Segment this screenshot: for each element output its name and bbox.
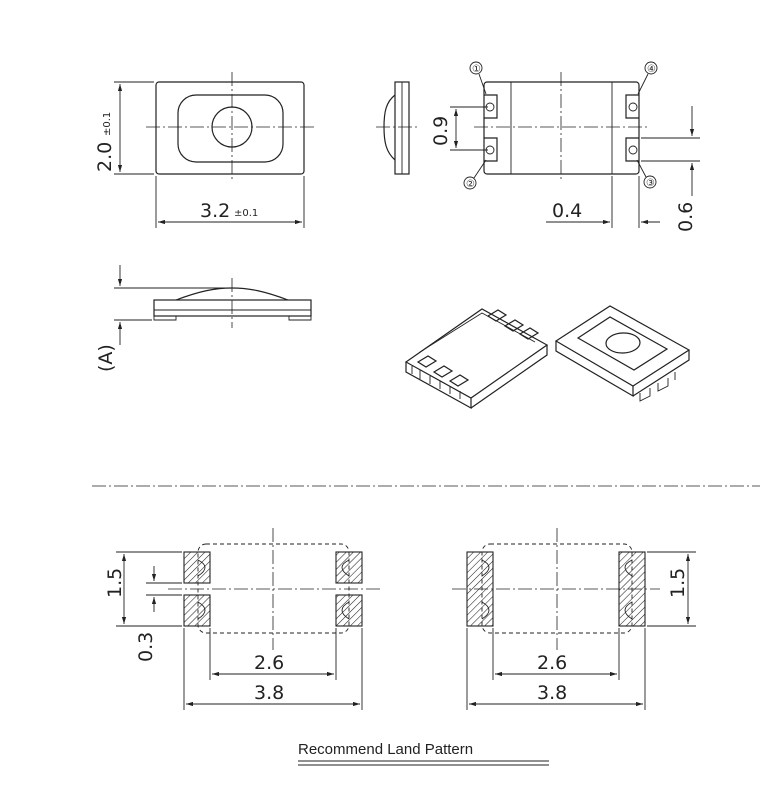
side-lens [383,94,396,161]
pad-4 [625,94,639,119]
lp-b-inner-width-dim: 2.6 [537,652,567,674]
pin-label-3: ③ [646,178,655,189]
iso-view-back [404,308,549,410]
lp-b-pad-height-dim: 1.5 [667,568,689,598]
land-pattern-a: 1.5 0.3 2.6 3.8 [104,528,380,710]
width-dim-label: 3.2 [200,200,230,222]
lp-a-inner-width-dim: 2.6 [254,652,284,674]
lp-a-pad-tl [183,551,211,584]
lp-a-gap-dim: 0.3 [135,632,157,662]
side-profile [376,81,418,175]
lp-a-pad-tr [335,551,363,584]
lens-frame [177,94,284,163]
pad-height-dim-label: 0.6 [675,202,697,232]
lp-a-pad-br [335,594,363,627]
lp-a-footprint [197,543,350,634]
lp-b-pad-left [466,551,494,627]
caption: Recommend Land Pattern [298,741,473,758]
pad-width-dim-label: 0.4 [552,200,582,222]
side-view-label: (A) [95,344,117,372]
pad-gap-dim-label: 0.9 [430,116,452,146]
pad-2 [484,137,498,162]
lp-a-pad-height-dim: 1.5 [104,568,126,598]
side-view-body [153,299,312,317]
height-dim-label: 2.0 [94,142,116,172]
lp-b-pad-right [618,551,646,627]
width-tol-label: ±0.1 [234,208,258,219]
pad-1 [484,94,498,119]
height-tol-label: ±0.1 [102,112,113,136]
pin-label-1: ① [472,64,481,75]
iso-view-front [554,305,691,402]
lp-a-pad-bl [183,594,211,627]
package-outline [155,81,305,175]
back-view: ① ④ ② ③ 0.9 0.4 0.6 [430,61,700,232]
land-pattern-b: 1.5 2.6 3.8 [452,528,696,710]
back-outline [483,81,640,175]
pin-label-4: ④ [647,64,656,75]
lp-b-outer-width-dim: 3.8 [537,682,567,704]
side-view: (A) [95,265,312,372]
pin-label-2: ② [466,179,475,190]
top-view: 2.0 ±0.1 3.2 ±0.1 [94,72,314,228]
lp-a-outer-width-dim: 3.8 [254,682,284,704]
pad-3 [625,137,639,162]
